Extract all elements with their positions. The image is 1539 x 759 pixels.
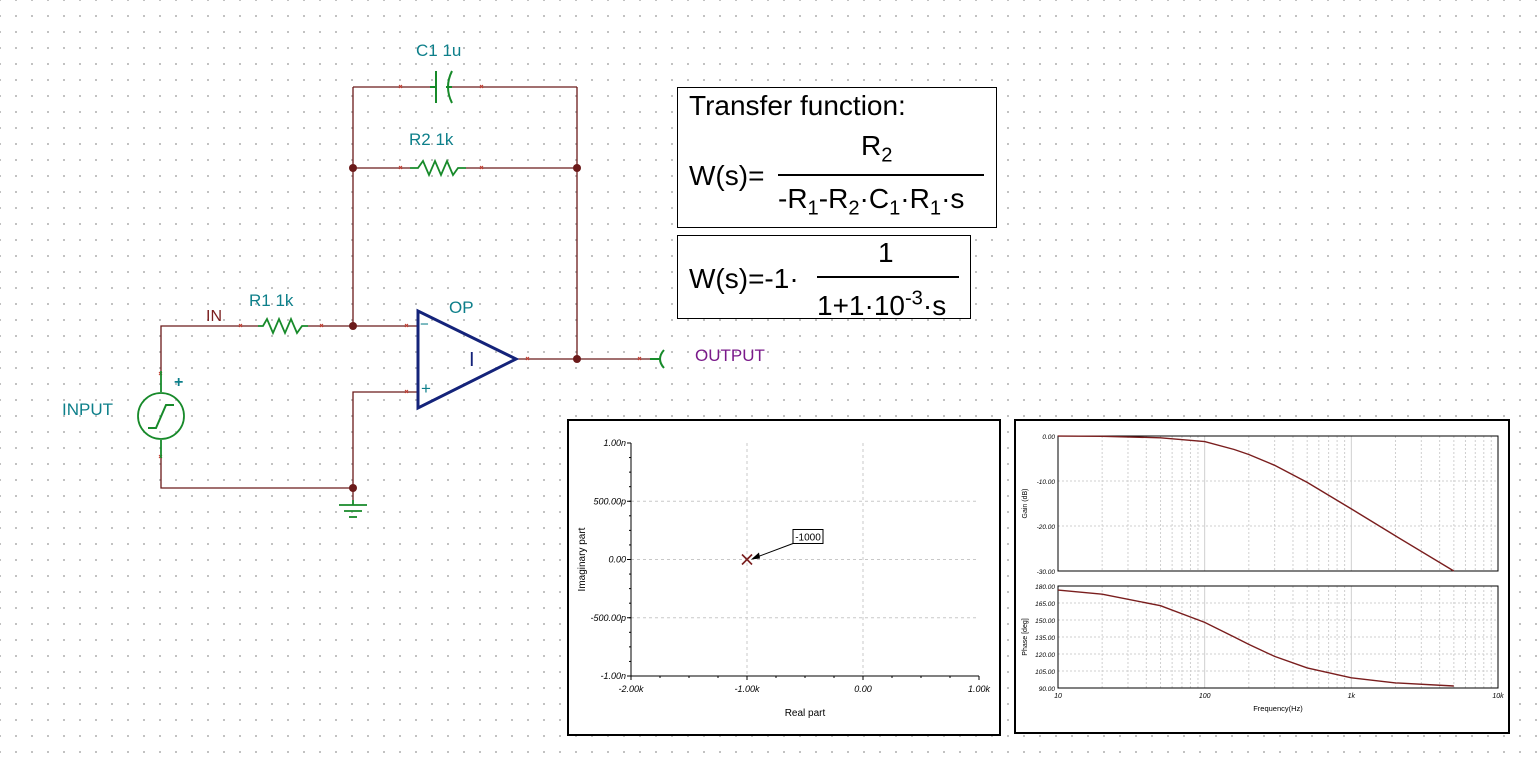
wire-input-top xyxy=(160,325,258,371)
capacitor-c1[interactable] xyxy=(430,70,453,104)
y-tick-label: 0.00 xyxy=(608,555,626,565)
phase-frame xyxy=(1057,585,1499,689)
output-label: OUTPUT xyxy=(695,346,765,365)
y-tick-label: 90.00 xyxy=(1039,686,1056,693)
bode-chart: 0.00 -10.00 -20.00 -30.00 Gain (dB) 180.00 165… xyxy=(1022,434,1504,713)
transfer-function-numeric: W(s)=-1· 1 1+1·10-3·s xyxy=(677,235,971,319)
resistor-r2[interactable] xyxy=(410,158,466,178)
tf-numeric-fraction-bar xyxy=(817,276,959,278)
x-tick-label: 100 xyxy=(1199,693,1211,700)
x-tick-label: -1.00k xyxy=(734,684,760,694)
y-tick-label: 0.00 xyxy=(1042,434,1055,441)
tf-fraction-bar xyxy=(778,174,984,176)
opamp-label: OP xyxy=(449,298,474,317)
junction-dot xyxy=(573,355,581,363)
transfer-function-symbolic: Transfer function: R2 W(s)= -R1-R2·C1·R1… xyxy=(677,87,997,228)
y-tick-label: -500.00p xyxy=(590,613,626,623)
x-tick-label: 1.00k xyxy=(968,684,991,694)
bode-plot-panel: 0.00 -10.00 -20.00 -30.00 Gain (dB) 180.00 165… xyxy=(1014,419,1510,734)
y-tick-label: -30.00 xyxy=(1037,569,1056,576)
annotation-leader xyxy=(752,543,794,559)
resistor-r1[interactable] xyxy=(258,316,308,336)
y-tick-label: 135.00 xyxy=(1035,635,1055,642)
ground-symbol xyxy=(339,500,367,518)
transfer-function-title: Transfer function: xyxy=(689,90,906,121)
y-axis-title: Imaginary part xyxy=(577,527,588,591)
output-terminal[interactable] xyxy=(650,349,665,369)
x-axis-title: Frequency(Hz) xyxy=(1253,704,1303,713)
r2-label: R2 1k xyxy=(409,130,454,149)
junction-dot xyxy=(349,164,357,172)
gain-y-title: Gain (dB) xyxy=(1022,489,1029,519)
phase-curve xyxy=(1057,589,1454,687)
tf-numerator: R2 xyxy=(861,130,893,167)
y-tick-label: 180.00 xyxy=(1035,584,1055,591)
opamp-minus-sign: − xyxy=(420,316,429,333)
r1-label: R1 1k xyxy=(249,291,294,310)
y-tick-label: 150.00 xyxy=(1035,618,1055,625)
junctions xyxy=(349,164,581,492)
y-tick-label: 120.00 xyxy=(1035,652,1055,659)
pole-zero-plot-panel: -2.00k -1.00k 0.00 1.00k 1.00n 500.00p 0.00 -50… xyxy=(567,419,1001,736)
c1-label: C1 1u xyxy=(416,41,462,60)
gain-frame xyxy=(1057,435,1499,572)
y-tick-label: -20.00 xyxy=(1037,524,1056,531)
junction-dot xyxy=(573,164,581,172)
annotation-box xyxy=(792,529,824,544)
source-plus-sign: + xyxy=(174,374,184,391)
phase-y-title: Phase [deg] xyxy=(1022,618,1029,655)
input-label: INPUT xyxy=(62,400,113,419)
tf-numeric-numerator: 1 xyxy=(878,237,894,268)
opamp-plus-sign: + xyxy=(421,379,431,398)
wires xyxy=(160,86,650,500)
tf-denominator: -R1-R2·C1·R1·s xyxy=(778,183,965,220)
tf-numeric-lhs: W(s)=-1· xyxy=(689,263,799,294)
pole-zero-chart: -2.00k -1.00k 0.00 1.00k 1.00n 500.00p 0.00 -50… xyxy=(577,438,991,719)
x-tick-label: 10 xyxy=(1054,693,1062,700)
tf-numeric-denominator: 1+1·10-3·s xyxy=(817,287,947,319)
y-tick-label: 1.00n xyxy=(603,438,626,448)
tf-lhs: W(s)= xyxy=(689,160,765,191)
wire-plus-input xyxy=(352,391,418,500)
in-net-label: IN xyxy=(206,308,222,325)
junction-dot xyxy=(349,322,357,330)
x-tick-label: -2.00k xyxy=(618,684,644,694)
x-tick-label: 1k xyxy=(1348,693,1356,700)
opamp-type-mark: I xyxy=(469,349,475,371)
y-tick-label: 105.00 xyxy=(1035,669,1055,676)
y-tick-label: 165.00 xyxy=(1035,601,1055,608)
pole-marker xyxy=(741,553,753,566)
pin-markers xyxy=(158,84,642,459)
opamp-symbol[interactable] xyxy=(416,308,520,411)
wire-input-bottom xyxy=(160,458,353,489)
y-tick-label: -10.00 xyxy=(1037,479,1056,486)
x-axis-title: Real part xyxy=(785,708,826,719)
junction-dot xyxy=(349,484,357,492)
gain-curve xyxy=(1057,435,1455,572)
x-tick-label: 10k xyxy=(1492,693,1504,700)
pole-marker-stroke xyxy=(741,553,753,566)
annotation-arrowhead xyxy=(751,552,760,560)
x-tick-label: 0.00 xyxy=(854,684,872,694)
y-tick-label: -1.00n xyxy=(600,671,626,681)
schematic-canvas xyxy=(137,70,665,518)
pole-annotation-label: -1000 xyxy=(795,533,821,544)
y-tick-label: 500.00p xyxy=(593,496,626,506)
input-source[interactable] xyxy=(137,371,185,458)
